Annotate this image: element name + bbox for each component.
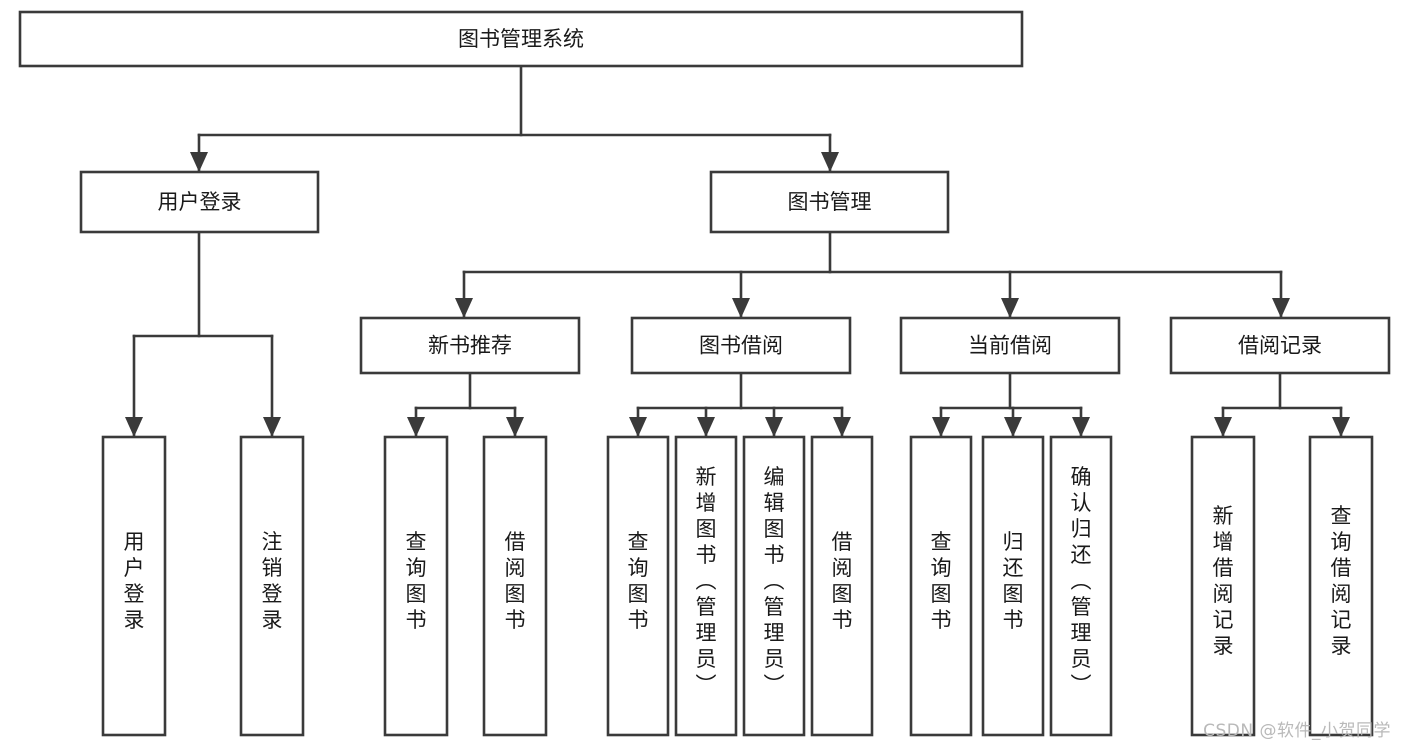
arrow-group-3-to-leaf-1	[1332, 417, 1350, 437]
level1-node-book-management[interactable]: 图书管理	[709, 170, 950, 234]
arrow-group-2-to-leaf-2	[1072, 417, 1090, 437]
node-label: 查询借阅记录	[1331, 504, 1352, 658]
node-label: 确认归还︵管理员︶	[1071, 465, 1092, 697]
level2-node-borrow-record[interactable]: 借阅记录	[1169, 316, 1391, 375]
arrow-mgmt-to-level2-2	[1001, 298, 1019, 318]
node-label: 查询图书	[628, 530, 649, 632]
leaf-node-leaf-borrow-book-recommend[interactable]: 借阅图书	[482, 435, 548, 737]
leaf-node-leaf-add-record[interactable]: 新增借阅记录	[1190, 435, 1256, 737]
node-box[interactable]	[674, 435, 738, 737]
arrow-group-1-to-leaf-1	[697, 417, 715, 437]
level2-node-book-borrow[interactable]: 图书借阅	[630, 316, 852, 375]
node-box[interactable]	[482, 435, 548, 737]
node-box[interactable]	[101, 435, 167, 737]
node-box[interactable]	[709, 170, 950, 234]
node-label: 图书借阅	[699, 334, 783, 358]
node-box[interactable]	[1190, 435, 1256, 737]
arrow-group-2-to-leaf-1	[1004, 417, 1022, 437]
arrow-group-2-to-leaf-0	[932, 417, 950, 437]
leaf-node-leaf-edit-book[interactable]: 编辑图书︵管理员︶	[742, 435, 806, 737]
csdn-watermark: CSDN @软件_小贺同学	[1203, 721, 1391, 741]
node-label: 归还图书	[1003, 530, 1024, 632]
node-label: 新书推荐	[428, 334, 512, 358]
node-box[interactable]	[383, 435, 449, 737]
node-label: 图书管理	[788, 190, 872, 214]
node-box[interactable]	[1049, 435, 1113, 737]
leaf-node-leaf-query-book-recommend[interactable]: 查询图书	[383, 435, 449, 737]
arrow-group-1-to-leaf-0	[629, 417, 647, 437]
arrow-group-3-to-leaf-0	[1214, 417, 1232, 437]
node-label: 借阅图书	[505, 530, 526, 632]
leaf-node-leaf-return-book[interactable]: 归还图书	[981, 435, 1045, 737]
level2-node-new-book-recommend[interactable]: 新书推荐	[359, 316, 581, 375]
arrow-root-to-level1-0	[190, 152, 208, 172]
node-label: 借阅图书	[832, 530, 853, 632]
arrow-group-1-to-leaf-3	[833, 417, 851, 437]
arrow-user-to-leaf-0	[125, 417, 143, 437]
arrow-group-0-to-leaf-0	[407, 417, 425, 437]
leaf-node-leaf-query-record[interactable]: 查询借阅记录	[1308, 435, 1374, 737]
leaf-node-leaf-add-book[interactable]: 新增图书︵管理员︶	[674, 435, 738, 737]
level2-node-current-borrow[interactable]: 当前借阅	[899, 316, 1121, 375]
arrow-mgmt-to-level2-1	[732, 298, 750, 318]
arrow-mgmt-to-level2-0	[455, 298, 473, 318]
arrow-group-0-to-leaf-1	[506, 417, 524, 437]
arrow-root-to-level1-1	[821, 152, 839, 172]
arrow-mgmt-to-level2-3	[1272, 298, 1290, 318]
node-box[interactable]	[18, 10, 1024, 68]
root-node-root[interactable]: 图书管理系统	[18, 10, 1024, 68]
node-box[interactable]	[79, 170, 320, 234]
leaf-node-leaf-borrow-book[interactable]: 借阅图书	[810, 435, 874, 737]
connector-layer	[125, 64, 1350, 437]
node-box[interactable]	[810, 435, 874, 737]
node-label: 用户登录	[158, 190, 242, 214]
leaf-node-leaf-logout[interactable]: 注销登录	[239, 435, 305, 737]
node-label: 注销登录	[262, 530, 283, 632]
node-box[interactable]	[1169, 316, 1391, 375]
node-layer: 图书管理系统用户登录图书管理新书推荐图书借阅当前借阅借阅记录用户登录注销登录查询…	[18, 10, 1391, 737]
node-label: 查询图书	[406, 530, 427, 632]
node-box[interactable]	[606, 435, 670, 737]
node-box[interactable]	[909, 435, 973, 737]
node-box[interactable]	[630, 316, 852, 375]
arrow-user-to-leaf-1	[263, 417, 281, 437]
arrow-group-1-to-leaf-2	[765, 417, 783, 437]
node-label: 当前借阅	[968, 334, 1052, 358]
leaf-node-leaf-query-book-current[interactable]: 查询图书	[909, 435, 973, 737]
node-label: 借阅记录	[1238, 334, 1322, 358]
node-box[interactable]	[1308, 435, 1374, 737]
leaf-node-leaf-confirm-return[interactable]: 确认归还︵管理员︶	[1049, 435, 1113, 737]
leaf-node-leaf-query-book-borrow[interactable]: 查询图书	[606, 435, 670, 737]
leaf-node-leaf-user-login[interactable]: 用户登录	[101, 435, 167, 737]
node-label: 新增图书︵管理员︶	[696, 465, 717, 697]
node-box[interactable]	[359, 316, 581, 375]
level1-node-user-login[interactable]: 用户登录	[79, 170, 320, 234]
node-label: 新增借阅记录	[1213, 504, 1234, 658]
node-label: 编辑图书︵管理员︶	[764, 465, 785, 697]
node-box[interactable]	[239, 435, 305, 737]
node-box[interactable]	[742, 435, 806, 737]
node-label: 用户登录	[124, 530, 145, 632]
node-label: 查询图书	[931, 530, 952, 632]
node-box[interactable]	[899, 316, 1121, 375]
node-label: 图书管理系统	[458, 27, 584, 51]
node-box[interactable]	[981, 435, 1045, 737]
